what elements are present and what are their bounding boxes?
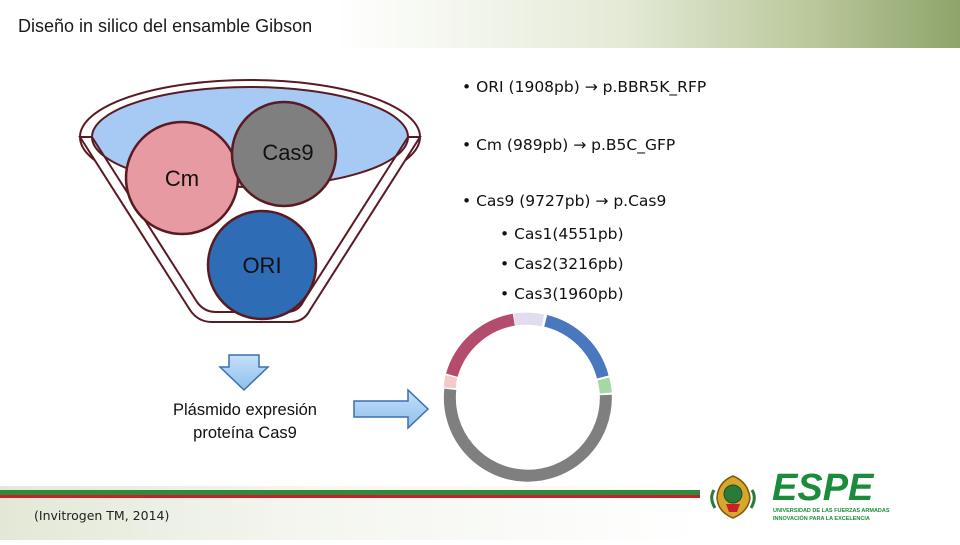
espe-logo: ESPE UNIVERSIDAD DE LAS FUERZAS ARMADAS … (700, 460, 960, 540)
bullet-ori-text: ORI (1908pb) → p.BBR5K_RFP (476, 78, 707, 96)
footer-green-line (0, 490, 700, 495)
result-label-line1: Plásmido expresión (173, 401, 317, 419)
university-crest-icon (710, 475, 756, 519)
bullet-cm: • Cm (989pb) → p.B5C_GFP (462, 136, 676, 154)
plasmid-segment-pink (446, 313, 515, 378)
plasmid-segment-gray (443, 388, 612, 482)
espe-wordmark: ESPE (772, 467, 875, 509)
result-label-line2: proteína Cas9 (193, 424, 297, 442)
espe-subtitle-2: INNOVACIÓN PARA LA EXCELENCIA (773, 514, 870, 522)
cas9-circle (230, 100, 338, 208)
bullet-cas9: • Cas9 (9727pb) → p.Cas9 (462, 192, 667, 210)
citation: (Invitrogen TM, 2014) (34, 508, 170, 523)
ori-circle (206, 209, 318, 321)
plasmid-segment-blue (544, 314, 609, 379)
footer-red-line (0, 495, 700, 498)
espe-subtitle-1: UNIVERSIDAD DE LAS FUERZAS ARMADAS (773, 508, 890, 514)
plasmid-segment-lavender (513, 312, 545, 327)
cm-label: Cm (165, 166, 199, 191)
sub-bullet-text: Cas2(3216pb) (514, 255, 624, 273)
plasmid-segment-lightpink (443, 375, 458, 389)
espe-logo-graphic: ESPE UNIVERSIDAD DE LAS FUERZAS ARMADAS … (710, 467, 890, 522)
bullet-cas9-text: Cas9 (9727pb) → p.Cas9 (476, 192, 667, 210)
plasmid-segment-green (597, 377, 612, 394)
cas9-label: Cas9 (262, 140, 313, 165)
bullet-ori: • ORI (1908pb) → p.BBR5K_RFP (462, 78, 707, 96)
title-bar (0, 0, 960, 48)
sub-bullet-cas2: • Cas2(3216pb) (500, 255, 624, 273)
plasmid-map (443, 312, 612, 482)
sub-bullet-text: Cas1(4551pb) (514, 225, 624, 243)
slide-title: Diseño in silico del ensamble Gibson (18, 16, 313, 36)
sub-bullet-cas1: • Cas1(4551pb) (500, 225, 624, 243)
bullet-cm-text: Cm (989pb) → p.B5C_GFP (476, 136, 676, 154)
down-arrow-icon (218, 354, 270, 392)
sub-bullet-cas3: • Cas3(1960pb) (500, 285, 624, 303)
right-arrow-icon (353, 388, 430, 430)
sub-bullet-text: Cas3(1960pb) (514, 285, 624, 303)
ori-label: ORI (242, 253, 281, 278)
